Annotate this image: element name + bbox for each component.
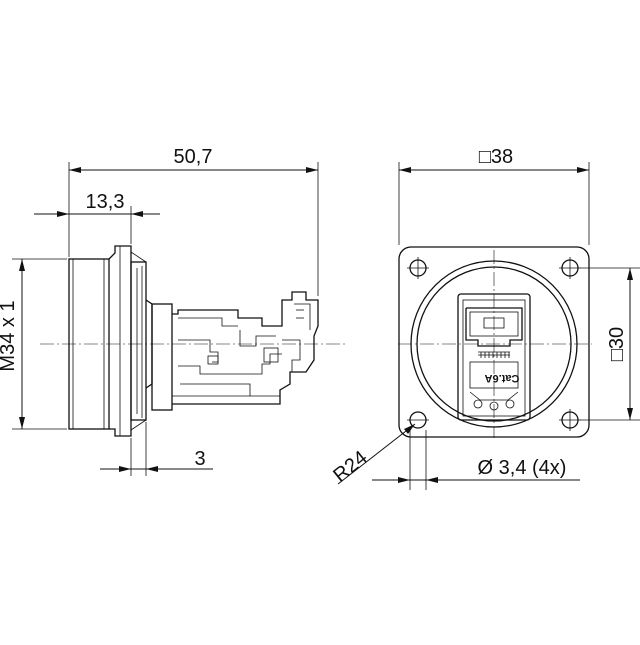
dimension-thread: M34 x 1 <box>0 259 25 429</box>
flange <box>108 245 147 437</box>
dimension-radius-label: R24 <box>329 447 371 487</box>
dimension-radius: R24 <box>329 423 416 487</box>
dimension-hole-pitch-label: □30 <box>606 327 628 361</box>
jack-contacts <box>480 352 510 358</box>
dimension-hole-diameter: Ø 3,4 (4x) <box>372 430 580 490</box>
dimension-flange-depth: 13,3 <box>34 191 160 217</box>
dimension-hole-pitch: □30 <box>580 267 640 421</box>
nut-ring <box>130 261 147 421</box>
dimension-square-size-label: □38 <box>479 146 513 168</box>
threaded-body <box>68 258 110 430</box>
dimension-wall-thickness-label: 3 <box>194 448 205 470</box>
jack-housing <box>145 291 319 411</box>
dimension-thread-label: M34 x 1 <box>0 300 19 371</box>
dimension-flange-depth-label: 13,3 <box>86 191 125 213</box>
mounting-holes <box>407 257 581 431</box>
rj45-jack: Cat.6A <box>457 293 531 421</box>
jack-label: Cat.6A <box>485 372 520 384</box>
dimension-wall-thickness: 3 <box>100 448 213 472</box>
front-view: Cat.6A □38 □30 R24 <box>329 146 640 490</box>
dimension-square-size: □38 <box>398 146 590 245</box>
dimension-hole-diameter-label: Ø 3,4 (4x) <box>478 457 567 479</box>
dimension-overall-length: 50,7 <box>69 146 318 173</box>
side-view: 50,7 13,3 3 M34 x 1 <box>0 146 345 476</box>
dimension-overall-length-label: 50,7 <box>174 146 213 168</box>
